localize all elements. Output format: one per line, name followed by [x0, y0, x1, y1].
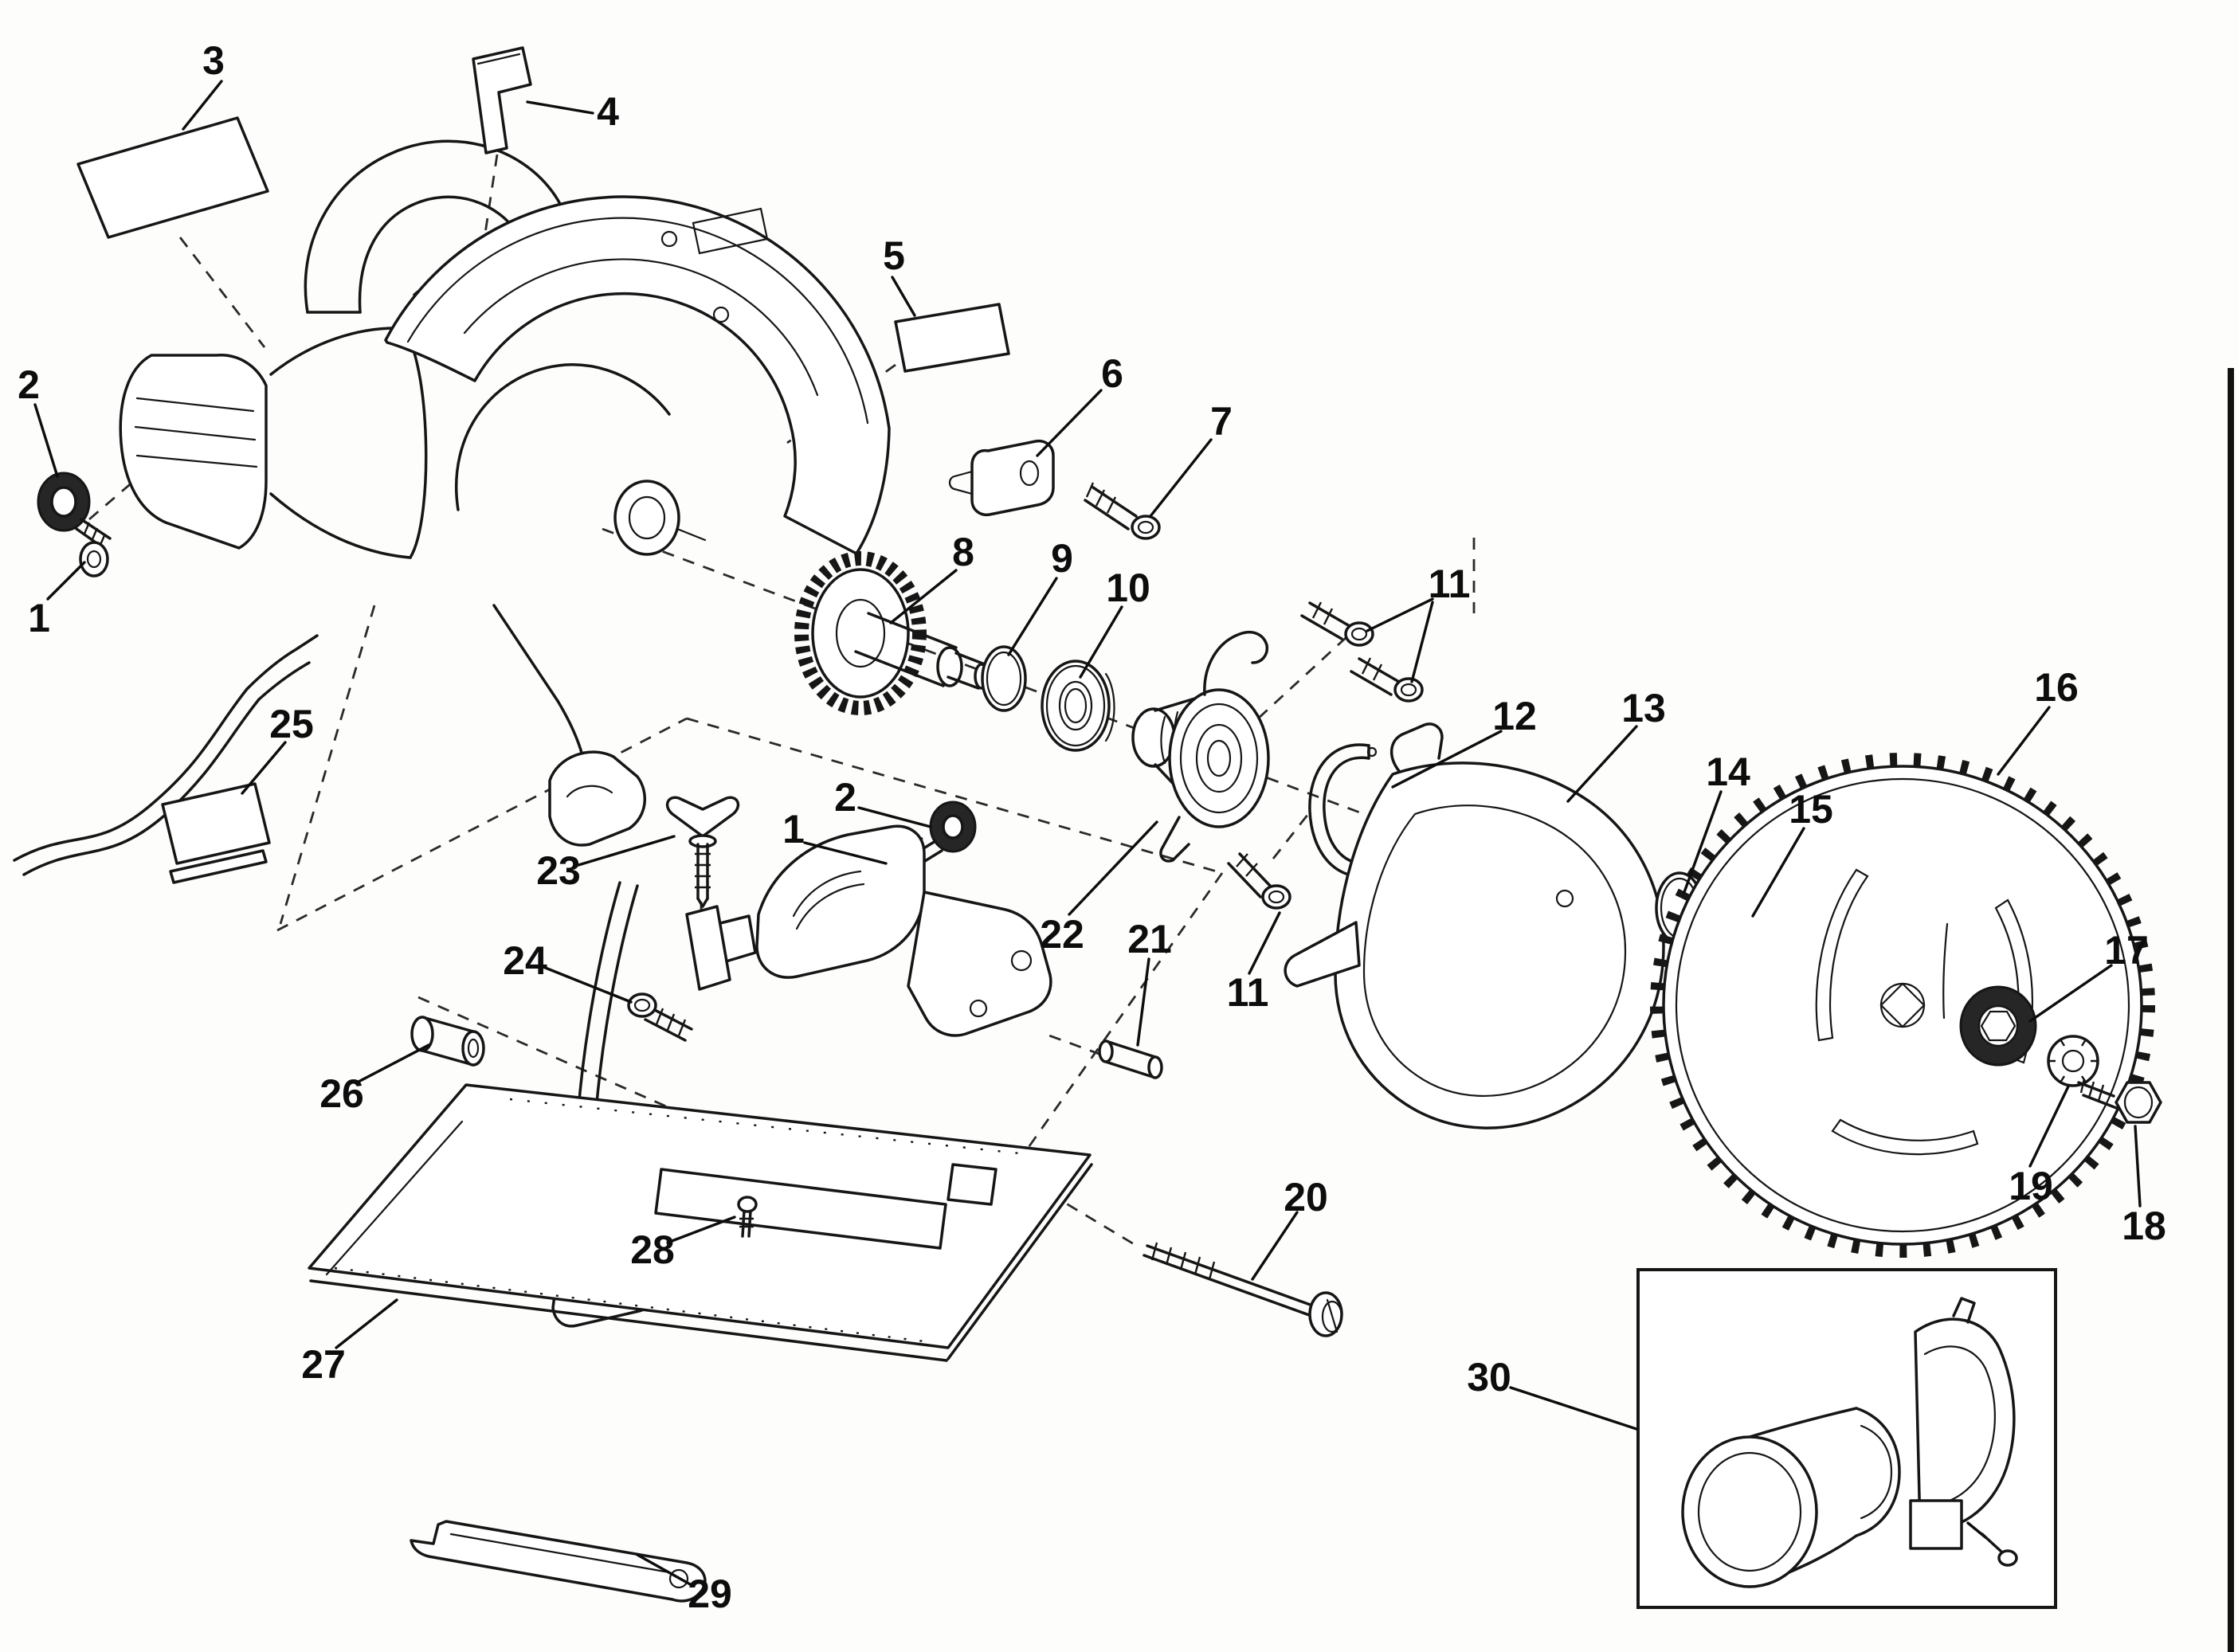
upper-blade-guard [384, 195, 891, 556]
screw-11-upper-b [1350, 657, 1424, 703]
callout-25-label: 25 [269, 702, 314, 746]
o-ring-9 [981, 645, 1027, 712]
screw-11-lower [1227, 852, 1291, 910]
callout-1-center-label: 1 [782, 807, 805, 851]
callout-11-upper-label: 11 [1429, 562, 1471, 606]
callout-15-label: 15 [1789, 787, 1833, 832]
bevel-bracket-assembly [685, 824, 1052, 1037]
screw-28 [737, 1196, 758, 1238]
wrench-29 [410, 1520, 707, 1603]
lower-blade-guard-13 [1284, 722, 1665, 1129]
callout-2-left-label: 2 [18, 362, 40, 407]
label-sheet-25 [161, 782, 271, 884]
callout-16-label: 16 [2034, 665, 2079, 710]
callout-18-label: 18 [2122, 1204, 2166, 1248]
callout-17-label: 17 [2104, 928, 2149, 973]
callout-2-center-label: 2 [834, 775, 856, 820]
wing-screw-23 [665, 796, 740, 908]
washer-left [79, 541, 109, 577]
callout-8-label: 8 [952, 530, 974, 574]
callout-5-label: 5 [883, 233, 905, 278]
callout-13-label: 13 [1621, 686, 1666, 730]
callout-21-label: 21 [1127, 917, 1172, 961]
screw-11-upper-a [1300, 601, 1374, 647]
callout-30-label: 30 [1467, 1355, 1511, 1400]
motor-housing [13, 139, 671, 876]
callout-12-label: 12 [1492, 694, 1537, 738]
callout-10-label: 10 [1106, 566, 1150, 610]
gear-8 [794, 551, 990, 715]
arbor-bolt-18 [2077, 1078, 2162, 1124]
callout-14-label: 14 [1706, 750, 1750, 794]
callout-26-label: 26 [319, 1071, 364, 1116]
callout-29-label: 29 [688, 1572, 732, 1616]
saw-blade-16 [1650, 753, 2155, 1258]
callout-24-label: 24 [503, 938, 547, 983]
page-edge-line [2228, 368, 2234, 1652]
inset-assembly-30 [1636, 1268, 2057, 1609]
carriage-bolt-20 [1143, 1242, 1343, 1337]
callout-23-label: 23 [536, 848, 581, 893]
callout-20-label: 20 [1284, 1175, 1328, 1219]
clamp-block-6 [948, 439, 1055, 517]
bearing-10 [1041, 660, 1115, 752]
callout-1-left-label: 1 [28, 596, 50, 640]
lock-knob-left [37, 472, 112, 550]
callout-4-label: 4 [597, 89, 619, 134]
label-plate-5 [894, 303, 1010, 373]
nameplate-3 [76, 116, 269, 239]
callout-9-label: 9 [1051, 536, 1073, 581]
callout-19-label: 19 [2009, 1164, 2053, 1208]
callout-3-label: 3 [202, 38, 225, 83]
callout-7-label: 7 [1210, 399, 1233, 444]
leader-lines [33, 80, 2142, 1587]
callout-labels: 3 4 2 1 5 6 7 8 9 10 11 12 13 14 15 16 1… [18, 38, 2166, 1616]
outer-flange-17 [1959, 985, 2037, 1067]
star-washer-19 [2047, 1035, 2099, 1087]
callout-27-label: 27 [301, 1342, 346, 1387]
callout-22-label: 22 [1040, 912, 1084, 957]
screw-24 [627, 992, 693, 1042]
base-plate-27 [308, 1083, 1093, 1362]
screw-7 [1084, 482, 1161, 540]
callout-11-lower-label: 11 [1227, 970, 1269, 1015]
bushing-26 [410, 1016, 485, 1067]
clutch-assembly-22 [1131, 630, 1270, 863]
callout-6-label: 6 [1101, 351, 1123, 396]
trigger-flag-4 [472, 46, 532, 155]
pin-21 [1098, 1039, 1163, 1079]
callout-28-label: 28 [630, 1227, 675, 1272]
